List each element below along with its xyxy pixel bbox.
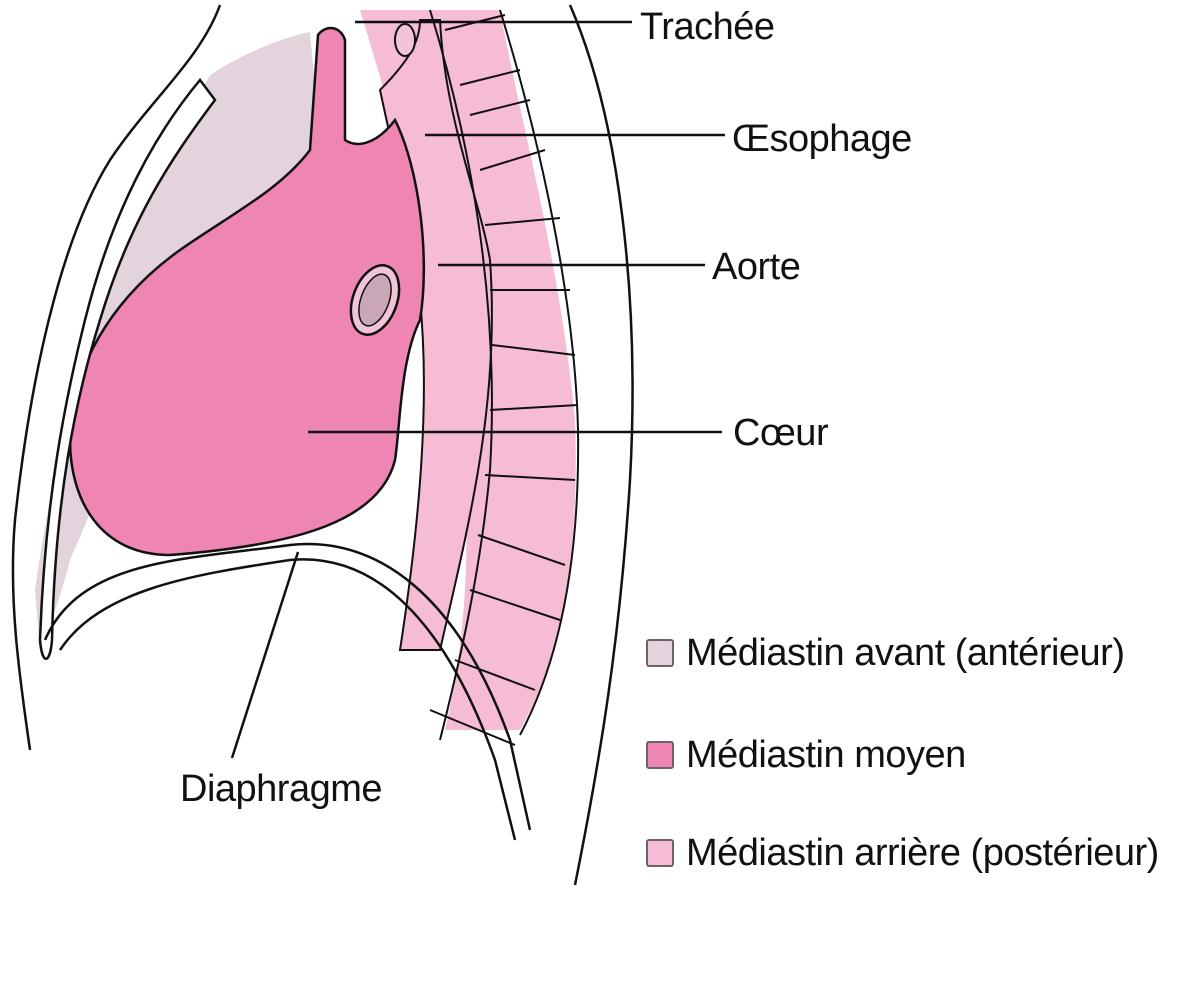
- label-heart: Cœur: [733, 412, 829, 454]
- diaphragm-leader: [230, 551, 300, 759]
- diaphragm: [43, 542, 532, 831]
- sternum: [38, 77, 217, 660]
- chest-wall-outline: [11, 4, 222, 751]
- legend-item-posterior: Médiastin arrière (postérieur): [646, 834, 1159, 872]
- label-esophagus: Œsophage: [732, 118, 912, 160]
- back-outline: [568, 4, 634, 886]
- vertebral-column: [429, 9, 580, 746]
- legend-item-anterior: Médiastin avant (antérieur): [646, 634, 1125, 672]
- legend-label: Médiastin moyen: [686, 734, 966, 776]
- heart-region: [68, 26, 426, 557]
- trachea-ring: [394, 23, 416, 57]
- label-diaphragm: Diaphragme: [180, 768, 383, 810]
- legend-swatch-anterior: [646, 639, 674, 667]
- legend-label: Médiastin arrière (postérieur): [686, 832, 1159, 874]
- legend-item-middle: Médiastin moyen: [646, 736, 966, 774]
- legend-label: Médiastin avant (antérieur): [686, 632, 1125, 674]
- legend-swatch-middle: [646, 741, 674, 769]
- legend-swatch-posterior: [646, 839, 674, 867]
- label-trachea: Trachée: [640, 6, 775, 48]
- label-aorta: Aorte: [712, 246, 801, 288]
